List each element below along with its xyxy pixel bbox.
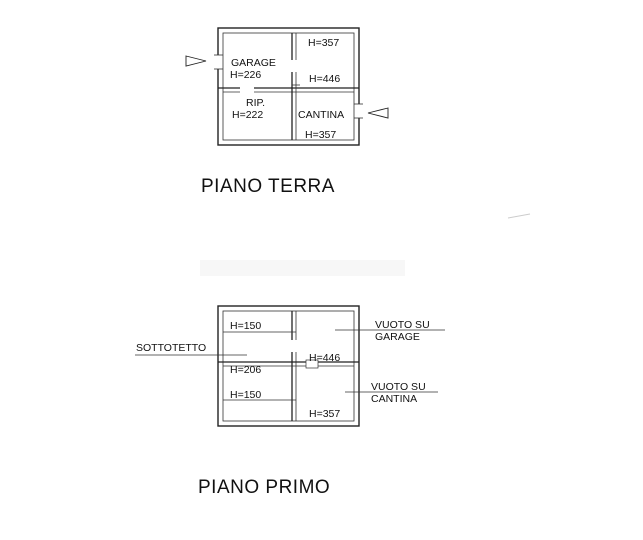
entrance-arrow-left-icon [185,55,207,67]
garage-height: H=226 [230,69,261,81]
ground-floor-plan: GARAGE H=226 RIP. H=222 CANTINA H=357 H=… [185,27,389,197]
faded-smudge [200,260,405,276]
height-middle-left: H=206 [230,364,261,376]
void-garage-label-line1: VUOTO SU [375,319,430,331]
void-garage-label-line2: GARAGE [375,331,420,343]
garage-label: GARAGE [231,57,276,69]
void-cantina-label-line1: VUOTO SU [371,381,426,393]
internal-door-opening [289,60,299,72]
height-bottom-right: H=357 [305,129,336,141]
rip-height: H=222 [232,109,263,121]
scan-artifact [507,213,531,219]
first-floor-height-bottom-right: H=357 [309,408,340,420]
cantina-door-opening [355,104,363,118]
cantina-label: CANTINA [298,109,344,121]
rip-door-opening [240,85,254,95]
ground-floor-inner-wall [222,32,355,141]
first-floor-title: PIANO PRIMO [198,477,330,498]
ground-floor-outer-wall [217,27,360,146]
ground-floor-title: PIANO TERRA [201,176,335,197]
height-top-right: H=357 [308,37,339,49]
first-floor-plan: SOTTOTETTO H=150 H=206 H=150 H=446 H=357… [135,305,445,498]
first-floor-stair-mark [305,359,319,369]
entrance-arrow-right-icon [367,107,389,119]
height-top-left: H=150 [230,320,261,332]
rip-label: RIP. [246,97,265,109]
first-floor-internal-opening [290,340,300,352]
first-floor-height-middle-right: H=446 [309,352,340,364]
void-cantina-label-line2: CANTINA [371,393,417,405]
garage-door-opening [214,55,222,69]
height-middle-right: H=446 [309,73,340,85]
first-floor-outer-wall [217,305,360,427]
height-bottom-left: H=150 [230,389,261,401]
sottotetto-label: SOTTOTETTO [136,342,206,354]
